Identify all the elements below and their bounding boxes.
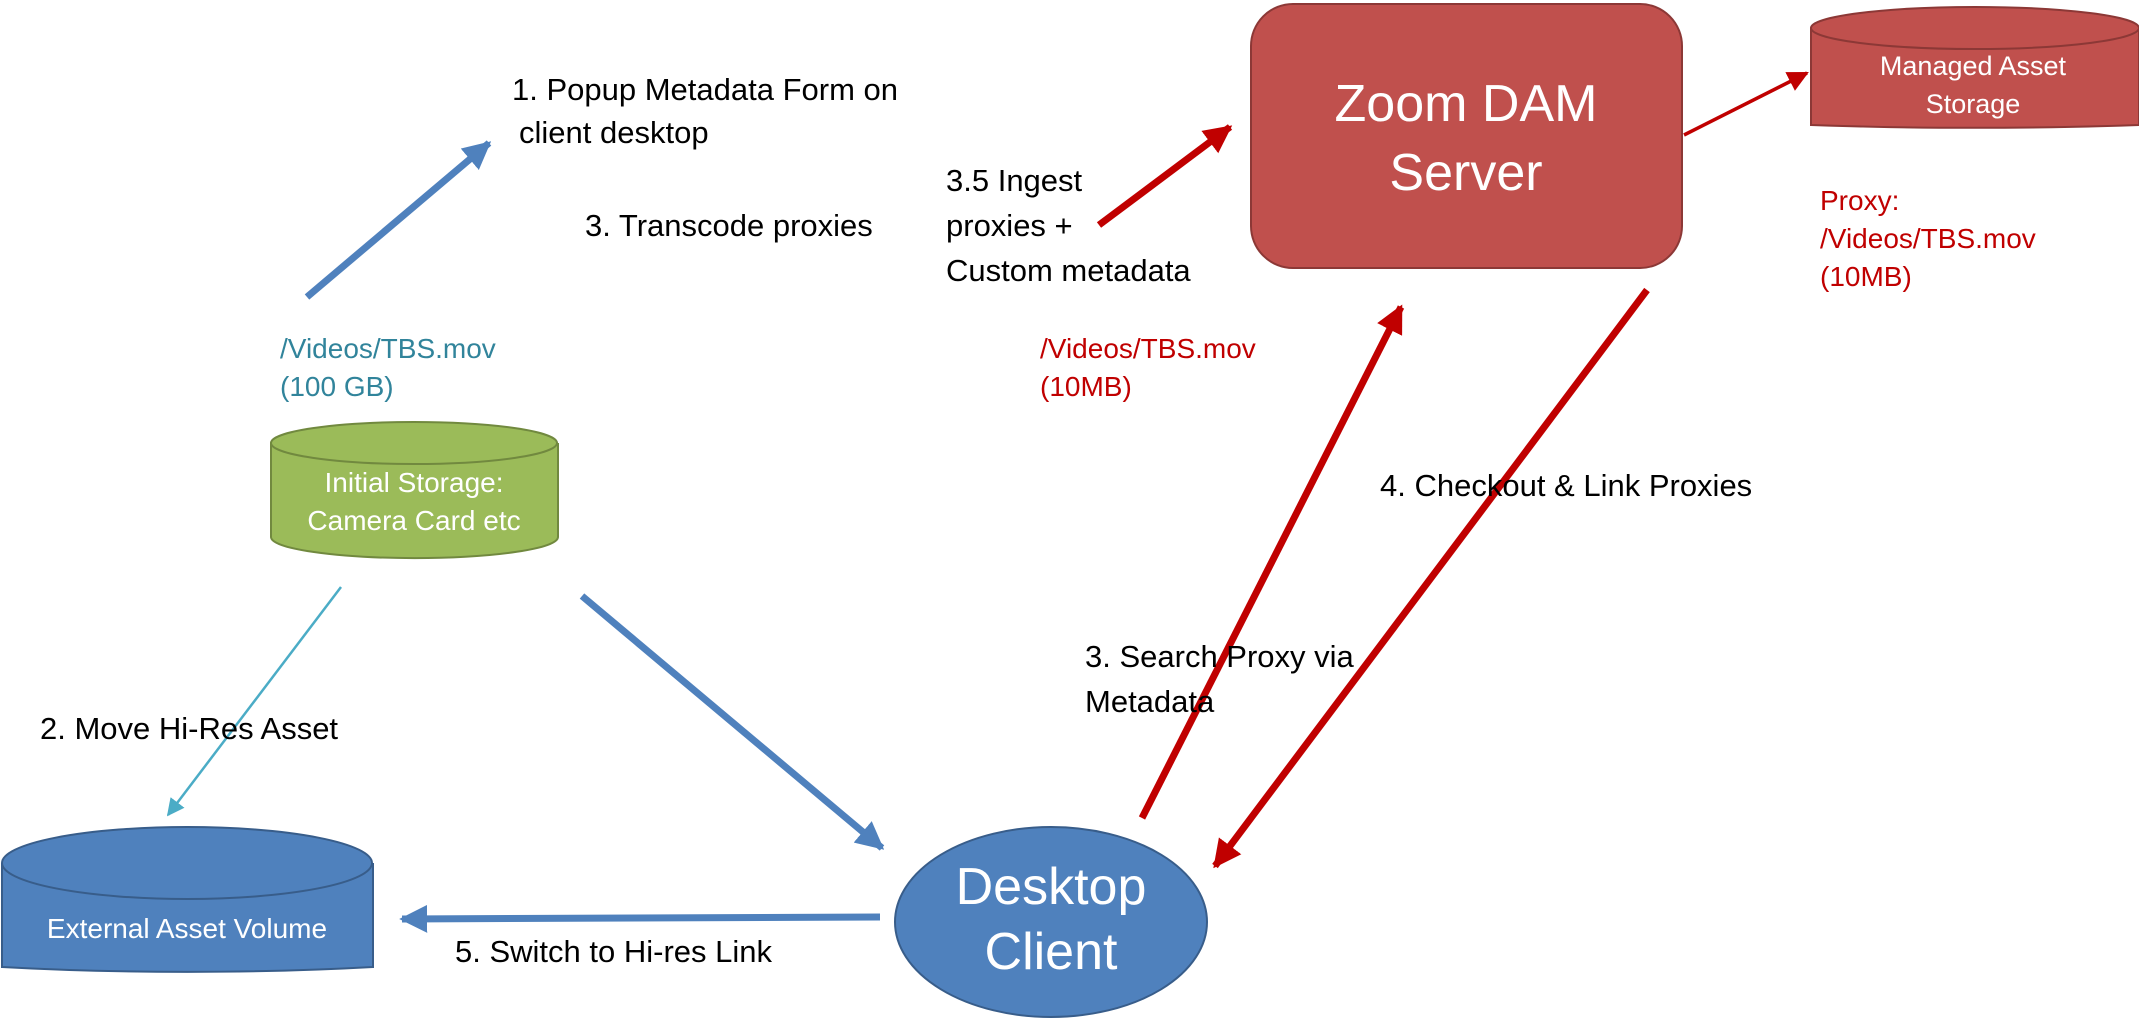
arrow-search-proxy bbox=[1138, 304, 1405, 820]
external-volume-top bbox=[1, 826, 373, 900]
dam-server-title-line2: Server bbox=[1389, 144, 1542, 202]
managed-proxy-line3: (10MB) bbox=[1820, 261, 1912, 292]
step5-label: 5. Switch to Hi-res Link bbox=[455, 934, 772, 969]
managed-storage-top bbox=[1810, 6, 2139, 50]
initial-storage-body bbox=[270, 443, 559, 560]
step3-5-label-line3: Custom metadata bbox=[946, 253, 1191, 288]
arrow-switch-hires bbox=[399, 904, 881, 933]
dam-server-title-line1: Zoom DAM bbox=[1335, 75, 1598, 133]
managed-asset-storage-node: Managed Asset Storage bbox=[1810, 6, 2139, 129]
desktop-client-title-line1: Desktop bbox=[956, 858, 1147, 916]
step2-label: 2. Move Hi-Res Asset bbox=[40, 711, 338, 746]
desktop-client-title-line2: Client bbox=[985, 923, 1118, 981]
managed-storage-label-line1: Managed Asset bbox=[1880, 51, 2067, 81]
hires-path-line1: /Videos/TBS.mov bbox=[280, 333, 496, 364]
initial-storage-label-line1: Initial Storage: bbox=[325, 467, 504, 498]
step1-label-line1: 1. Popup Metadata Form on bbox=[512, 72, 898, 107]
step3-search-label-line2: Metadata bbox=[1085, 684, 1215, 719]
step3-5-label-line1: 3.5 Ingest bbox=[946, 163, 1083, 198]
desktop-client-node: Desktop Client bbox=[894, 826, 1208, 1018]
initial-storage-label-line2: Camera Card etc bbox=[307, 505, 520, 536]
initial-storage-node: Initial Storage: Camera Card etc bbox=[270, 421, 559, 560]
arrow-checkout-link bbox=[1212, 287, 1650, 869]
desktop-client-ellipse bbox=[894, 826, 1208, 1018]
step1-label-line2: client desktop bbox=[519, 115, 709, 150]
external-volume-label: External Asset Volume bbox=[47, 913, 327, 944]
arrow-move-hires bbox=[166, 586, 342, 817]
arrow-storage-to-client bbox=[579, 593, 885, 851]
step4-label: 4. Checkout & Link Proxies bbox=[1380, 468, 1752, 503]
initial-storage-top bbox=[270, 421, 558, 465]
dam-server-box bbox=[1250, 3, 1683, 269]
proxy-path-line1: /Videos/TBS.mov bbox=[1040, 333, 1256, 364]
arrow-server-to-managed bbox=[1683, 71, 1809, 137]
dam-server-node: Zoom DAM Server bbox=[1250, 3, 1683, 269]
step3-search-label-line1: 3. Search Proxy via bbox=[1085, 639, 1355, 674]
managed-proxy-line2: /Videos/TBS.mov bbox=[1820, 223, 2036, 254]
managed-storage-body bbox=[1810, 28, 2139, 129]
managed-storage-label-line2: Storage bbox=[1926, 89, 2021, 119]
proxy-path-line2: (10MB) bbox=[1040, 371, 1132, 402]
step3-5-label-line2: proxies + bbox=[946, 208, 1073, 243]
arrow-ingest-proxies bbox=[1096, 124, 1233, 228]
external-asset-volume-node: External Asset Volume bbox=[1, 826, 374, 973]
managed-proxy-line1: Proxy: bbox=[1820, 185, 1899, 216]
step3-transcode-label: 3. Transcode proxies bbox=[585, 208, 873, 243]
arrow-popup-metadata bbox=[304, 140, 492, 300]
hires-path-line2: (100 GB) bbox=[280, 371, 394, 402]
